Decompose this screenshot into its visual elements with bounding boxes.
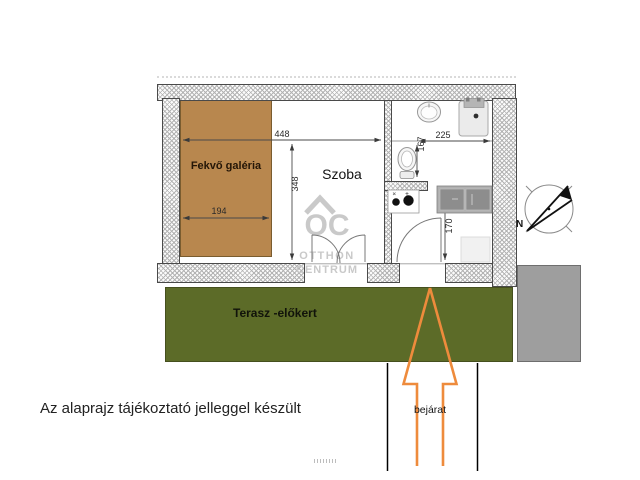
compass-icon: [524, 184, 574, 234]
dim-gallery-width: 194: [211, 206, 227, 216]
terrace-area: [165, 287, 513, 362]
gallery-area: [180, 100, 272, 257]
entrance-label: bejárat: [413, 404, 447, 416]
watermark-monogram: OC: [304, 209, 350, 242]
wall-bottom-middle: [367, 263, 400, 283]
toilet-icon: [397, 147, 417, 179]
wall-left: [162, 98, 180, 283]
illegible-fine-print: [314, 459, 336, 463]
stove-icon: [387, 189, 420, 214]
kitchen-corner-unit: [460, 236, 491, 263]
shower-tray-icon: [458, 97, 489, 137]
washbasin-icon: [417, 101, 441, 123]
wall-toilet-kitchen-divider: [384, 181, 428, 191]
wall-top: [157, 84, 516, 101]
gallery-label: Fekvő galéria: [190, 160, 262, 172]
dim-room-depth: 348: [290, 176, 300, 192]
kitchen-door: [396, 217, 442, 263]
compass-north-label: N: [516, 219, 524, 230]
dim-bath-depth: 167: [416, 136, 426, 152]
wall-bottom-right: [445, 263, 493, 283]
kitchen-counter-icon: [436, 185, 493, 214]
disclaimer-caption: Az alaprajz tájékoztató jelleggel készül…: [40, 400, 301, 417]
watermark-line1: OTTHON: [299, 250, 355, 262]
terrace-label: Terasz -előkert: [233, 306, 317, 320]
watermark-line2: CENTRUM: [296, 264, 358, 276]
wall-right: [492, 98, 517, 287]
concrete-pad: [517, 265, 581, 362]
dim-bath-width: 225: [435, 130, 451, 140]
wall-bottom-left: [157, 263, 305, 283]
dim-kitchen-depth: 170: [444, 218, 454, 234]
room-label: Szoba: [322, 166, 362, 182]
dim-room-width: 448: [274, 129, 290, 139]
plan-top-edge: [157, 76, 516, 78]
